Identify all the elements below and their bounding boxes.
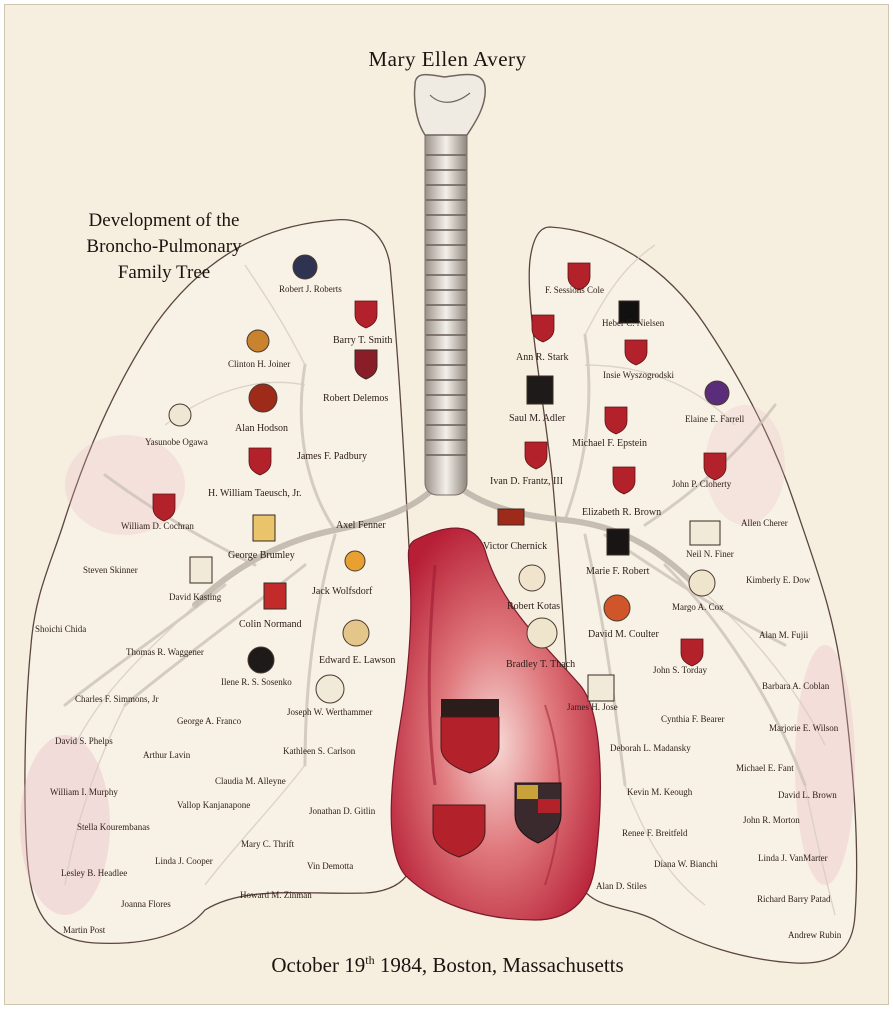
name-label: F. Sessions Cole xyxy=(545,285,605,295)
name-label: Diana W. Bianchi xyxy=(654,859,718,869)
name-label: Axel Fenner xyxy=(336,520,386,531)
name-label: Shoichi Chida xyxy=(35,624,87,634)
family-tree-poster: Mary Ellen Avery Development of the Bron… xyxy=(4,4,889,1005)
name-label: Michael E. Fant xyxy=(736,763,794,773)
name-label: Elizabeth R. Brown xyxy=(582,507,662,518)
lung-illustration xyxy=(20,73,858,964)
name-label: Martin Post xyxy=(63,925,106,935)
name-label: Alan D. Stiles xyxy=(596,881,647,891)
name-label: Edward E. Lawson xyxy=(319,655,396,666)
name-label: Thomas R. Waggener xyxy=(126,647,204,657)
name-label: Robert Kotas xyxy=(507,601,561,612)
name-label: Lesley B. Headlee xyxy=(61,868,128,878)
name-label: William D. Cochran xyxy=(121,521,194,531)
name-label: Cynthia F. Bearer xyxy=(661,714,725,724)
name-label: Barbara A. Coblan xyxy=(762,681,830,691)
footer-date-prefix: October 19 xyxy=(271,953,366,977)
name-label: David M. Coulter xyxy=(588,629,659,640)
poster-footer-date: October 19th 1984, Boston, Massachusetts xyxy=(5,953,888,978)
name-label: James F. Padbury xyxy=(297,451,368,462)
name-label: Robert J. Roberts xyxy=(279,284,342,294)
name-label: Vallop Kanjanapone xyxy=(177,800,251,810)
name-label: Andrew Rubin xyxy=(788,930,842,940)
name-label: Claudia M. Alleyne xyxy=(215,776,286,786)
name-label: Jack Wolfsdorf xyxy=(312,586,373,597)
name-label: Insie Wyszogrodski xyxy=(603,370,675,380)
name-label: Ilene R. S. Sosenko xyxy=(221,677,292,687)
larynx xyxy=(413,73,486,136)
name-label: Heber C. Nielsen xyxy=(602,318,665,328)
name-label: Michael F. Epstein xyxy=(572,438,648,449)
name-label: Marjorie E. Wilson xyxy=(769,723,839,733)
name-label: Robert Delemos xyxy=(323,393,389,404)
name-label: Bradley T. Thach xyxy=(506,659,576,670)
name-label: Charles F. Simmons, Jr xyxy=(75,694,159,704)
name-label: Ann R. Stark xyxy=(516,352,569,363)
name-label: Stella Kourembanas xyxy=(77,822,150,832)
name-label: David Kasting xyxy=(169,592,222,602)
name-label: William I. Murphy xyxy=(50,787,118,797)
name-label: Joseph W. Werthammer xyxy=(287,707,373,717)
name-label: John R. Morton xyxy=(743,815,800,825)
name-label: Marie F. Robert xyxy=(586,566,650,577)
name-label: Linda J. VanMarter xyxy=(758,853,828,863)
name-label: Saul M. Adler xyxy=(509,413,566,424)
subtitle-line: Family Tree xyxy=(117,262,211,283)
name-label: Barry T. Smith xyxy=(333,335,393,346)
name-label: David L. Brown xyxy=(778,790,837,800)
name-label: John S. Torday xyxy=(653,665,707,675)
heart-crest-shield xyxy=(432,804,486,858)
name-label: Colin Normand xyxy=(239,619,302,630)
name-label: Ivan D. Frantz, III xyxy=(490,476,564,487)
name-label: John P. Cloherty xyxy=(672,479,732,489)
name-label: H. William Taeusch, Jr. xyxy=(208,488,302,499)
name-label: George Brumley xyxy=(228,550,295,561)
name-label: Mary C. Thrift xyxy=(241,839,295,849)
name-label: Deborah L. Madansky xyxy=(610,743,691,753)
name-label: Kimberly E. Dow xyxy=(746,575,811,585)
heart-crest-harvard xyxy=(440,699,500,774)
poster-subtitle: Development of the Broncho-Pulmonary Fam… xyxy=(49,208,279,286)
name-label: Clinton H. Joiner xyxy=(228,359,291,369)
footer-date-suffix-sup: th xyxy=(365,953,375,967)
name-label: George A. Franco xyxy=(177,716,242,726)
name-label: James H. Jose xyxy=(567,702,618,712)
name-label: Alan Hodson xyxy=(235,423,289,434)
name-label: Neil N. Finer xyxy=(686,549,734,559)
name-label: Richard Barry Patad xyxy=(757,894,831,904)
name-label: David S. Phelps xyxy=(55,736,113,746)
name-label: Arthur Lavin xyxy=(143,750,191,760)
name-label: Joanna Flores xyxy=(121,899,171,909)
name-label: Yasunobe Ogawa xyxy=(145,437,208,447)
subtitle-line: Development of the xyxy=(88,210,240,231)
name-label: Vin Demotta xyxy=(307,861,354,871)
name-label: Jonathan D. Gitlin xyxy=(309,806,376,816)
name-label: Margo A. Cox xyxy=(672,602,724,612)
name-label: Kevin M. Keough xyxy=(627,787,693,797)
name-label: Steven Skinner xyxy=(83,565,138,575)
footer-date-rest: 1984, Boston, Massachusetts xyxy=(374,953,624,977)
name-label: Linda J. Cooper xyxy=(155,856,213,866)
name-label: Howard M. Zinman xyxy=(240,890,312,900)
name-label: Allen Cherer xyxy=(741,518,788,528)
name-label: Alan M. Fujii xyxy=(759,630,809,640)
poster-title: Mary Ellen Avery xyxy=(368,47,527,71)
subtitle-line: Broncho-Pulmonary xyxy=(86,236,242,257)
name-label: Renee F. Breitfeld xyxy=(622,828,688,838)
name-label: Victor Chernick xyxy=(483,541,548,552)
name-label: Elaine E. Farrell xyxy=(685,414,745,424)
name-label: Kathleen S. Carlson xyxy=(283,746,356,756)
